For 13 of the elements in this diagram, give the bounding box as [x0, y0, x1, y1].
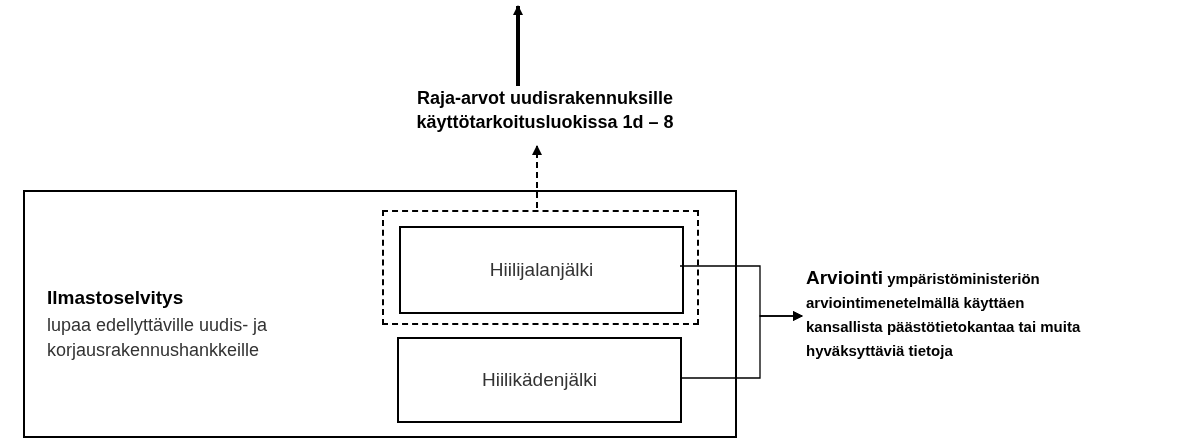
dashed-group-box — [382, 210, 699, 325]
process-box — [399, 226, 684, 314]
box-label: Hiilijalanjälki — [489, 257, 594, 282]
arrow — [513, 5, 523, 86]
box-label: Hiilikädenjälki — [481, 367, 598, 392]
arrow — [679, 311, 803, 379]
annotation-text: Raja-arvot uudisrakennuksille käyttötarkoitusluokissa 1d – 8 — [415, 87, 675, 134]
annotation-text: Arviointi ympäristöministeriön arviointimenetelmällä käyttäen kansallista päästötietokantaa tai muita hyväksyttäviä tietoja — [806, 266, 1082, 361]
description: lupaa edellyttäville uudis- ja korjausrakennushankkeille — [47, 313, 269, 362]
arrow — [532, 145, 542, 209]
process-box — [397, 337, 682, 423]
heading: Ilmastoselvitys — [47, 286, 185, 310]
outer-box — [23, 190, 737, 438]
